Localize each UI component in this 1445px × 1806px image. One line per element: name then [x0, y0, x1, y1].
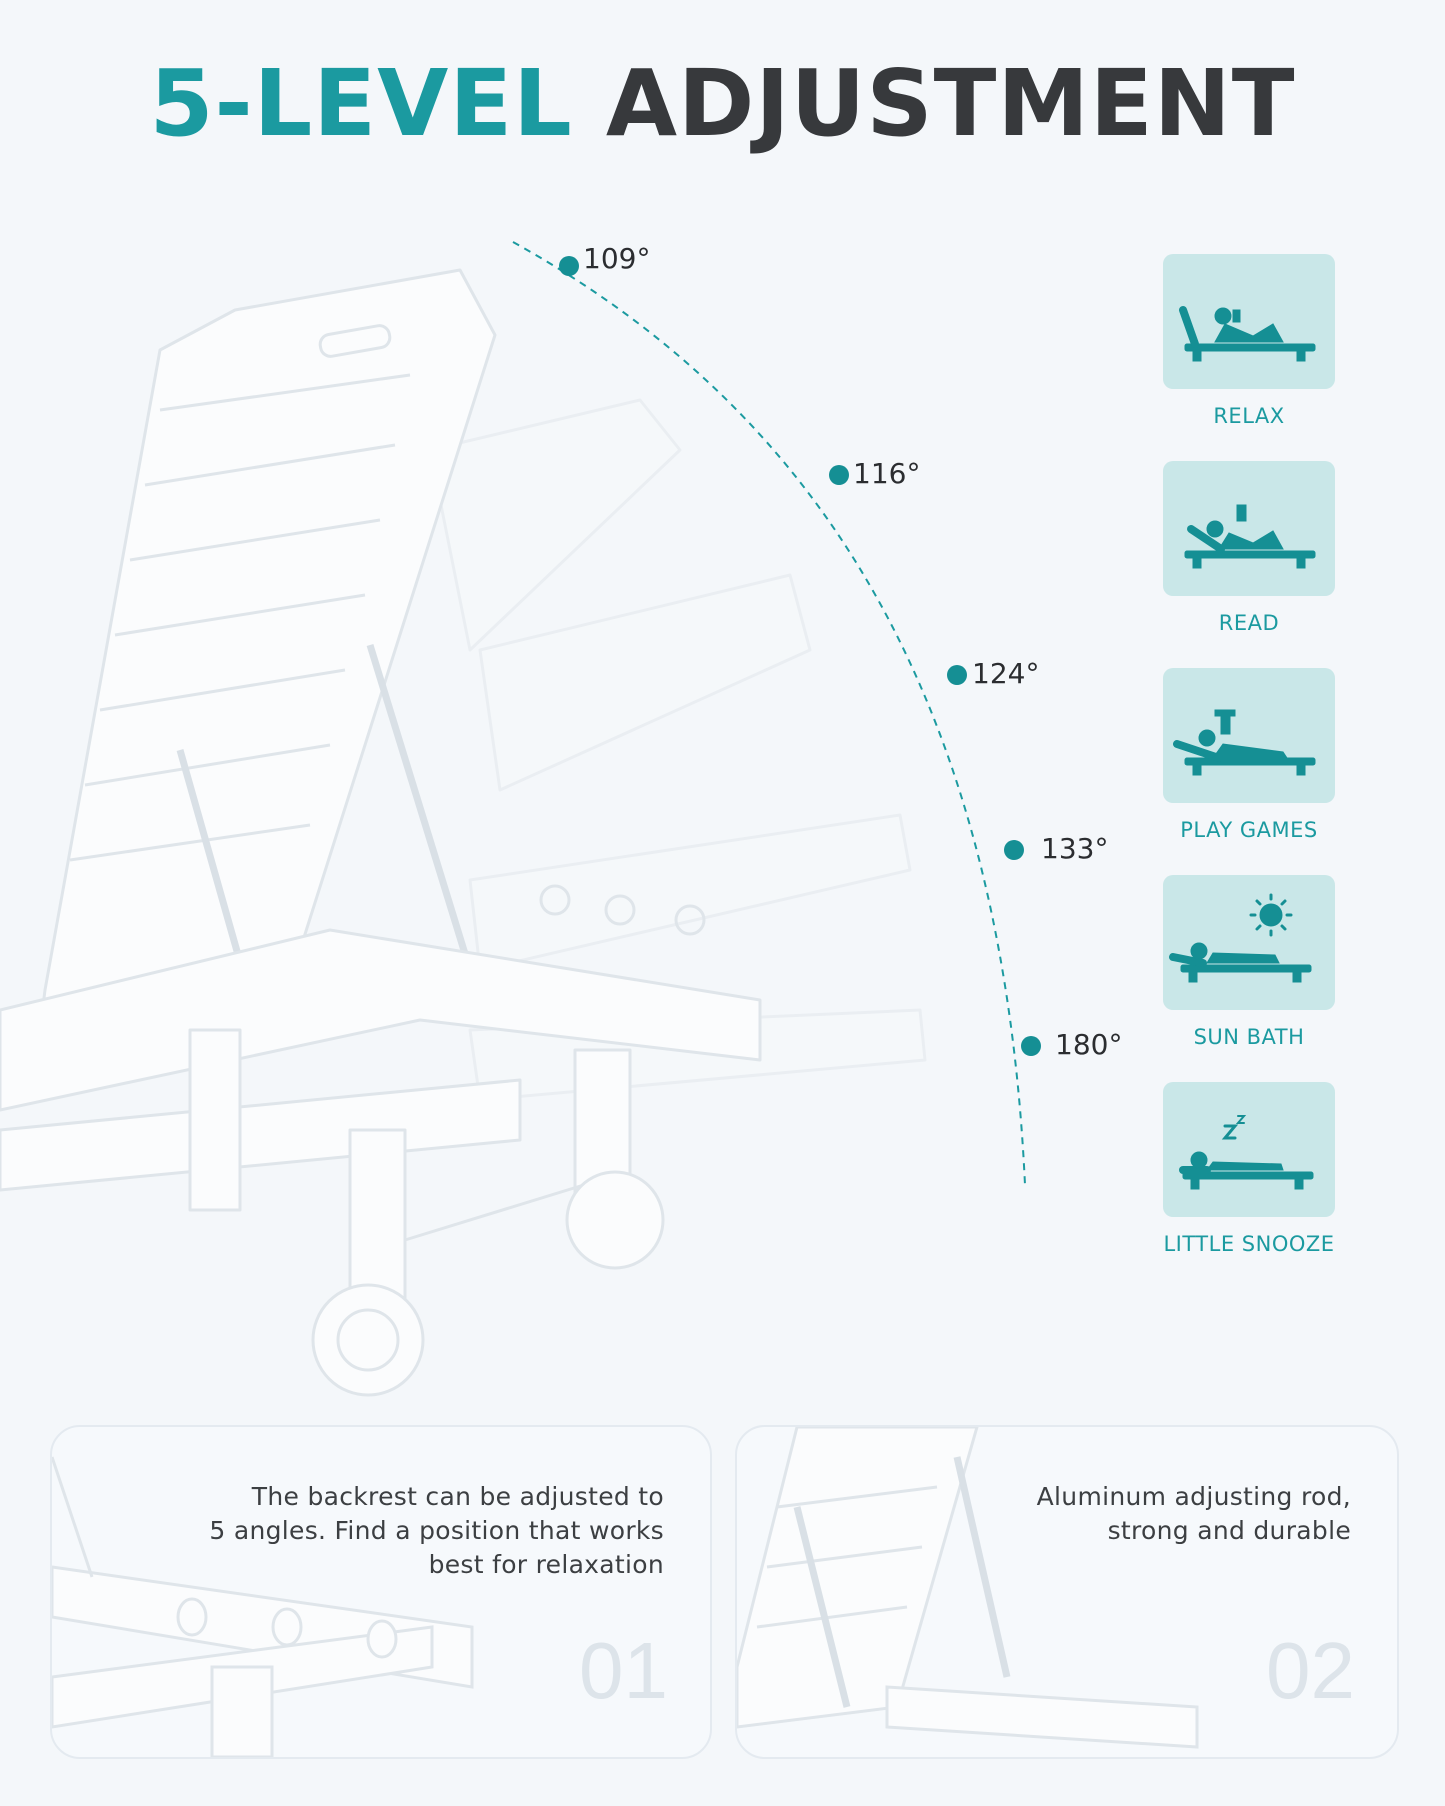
- feature-number: 02: [1266, 1626, 1355, 1715]
- feature-number: 01: [579, 1626, 668, 1715]
- relax-icon: [1163, 254, 1335, 389]
- backrest-detail-illustration: [52, 1456, 474, 1757]
- title-accent: 5-LEVEL: [149, 50, 573, 157]
- feature-description: Aluminum adjusting rod, strong and durab…: [1037, 1480, 1351, 1548]
- feature-description: The backrest can be adjusted to 5 angles…: [209, 1480, 664, 1582]
- rod-detail-illustration: [737, 1427, 1199, 1749]
- angle-label-116: 116°: [853, 457, 920, 490]
- title-rest: ADJUSTMENT: [605, 50, 1296, 157]
- angle-label-180: 180°: [1055, 1028, 1120, 1061]
- read-icon: [1163, 461, 1335, 596]
- play-games-icon: [1163, 668, 1335, 803]
- angle-arc: [512, 241, 1026, 1186]
- angle-dot-109: [559, 256, 579, 276]
- angle-dot-133: [1004, 840, 1024, 860]
- feature-card-backrest: The backrest can be adjusted to 5 angles…: [50, 1425, 712, 1759]
- mode-label: RELAX: [1213, 404, 1285, 428]
- mode-list: RELAX READ: [1163, 254, 1335, 1289]
- mode-label: PLAY GAMES: [1180, 818, 1318, 842]
- angle-dot-116: [829, 465, 849, 485]
- angle-dot-124: [947, 665, 967, 685]
- feature-line: The backrest can be adjusted to: [251, 1482, 664, 1511]
- mode-label: LITTLE SNOOZE: [1163, 1232, 1335, 1256]
- mode-play-games: PLAY GAMES: [1163, 668, 1335, 875]
- angle-dot-180: [1021, 1036, 1041, 1056]
- angle-label-109: 109°: [583, 242, 650, 275]
- feature-line: best for relaxation: [428, 1550, 664, 1579]
- little-snooze-icon: [1163, 1082, 1335, 1217]
- feature-card-rod: Aluminum adjusting rod, strong and durab…: [735, 1425, 1399, 1759]
- mode-sun-bath: SUN BATH: [1163, 875, 1335, 1082]
- page-title: 5-LEVEL ADJUSTMENT: [0, 50, 1445, 157]
- mode-little-snooze: LITTLE SNOOZE: [1163, 1082, 1335, 1289]
- mode-read: READ: [1163, 461, 1335, 668]
- angle-label-133: 133°: [1041, 832, 1108, 865]
- mode-label: SUN BATH: [1193, 1025, 1305, 1049]
- angle-label-124: 124°: [972, 657, 1039, 690]
- feature-line: Aluminum adjusting rod,: [1036, 1482, 1351, 1511]
- feature-line: 5 angles. Find a position that works: [209, 1516, 664, 1545]
- lounge-chair-illustration: 109° 116° 124° 133° 180°: [0, 241, 1120, 1397]
- sun-bath-icon: [1163, 875, 1335, 1010]
- mode-label: READ: [1218, 611, 1280, 635]
- mode-relax: RELAX: [1163, 254, 1335, 461]
- feature-line: strong and durable: [1107, 1516, 1351, 1545]
